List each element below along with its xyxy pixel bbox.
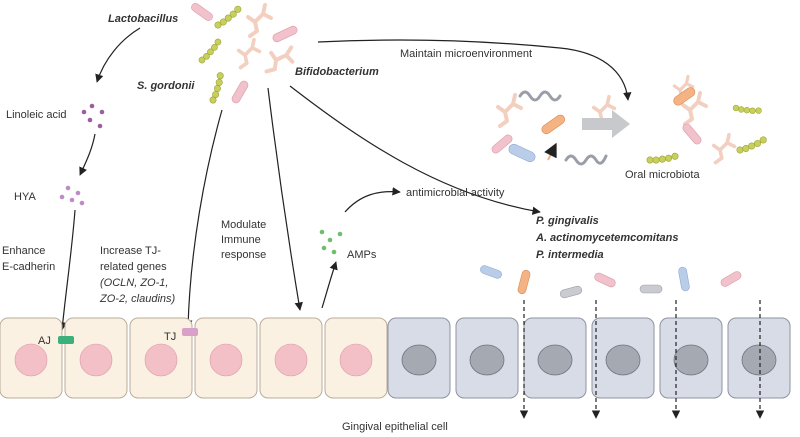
amp-dots [319, 229, 343, 255]
modulate-label-1: Modulate [221, 219, 266, 231]
healthy-cell [194, 317, 258, 399]
epithelial-cell-layer [0, 317, 791, 399]
increase-tj-label-3: (OCLN, ZO-1, [100, 277, 168, 289]
bifidobacterium-label: Bifidobacterium [295, 66, 379, 78]
tj-marker [182, 328, 198, 336]
tj-label: TJ [164, 331, 176, 343]
linoleic-acid-label: Linoleic acid [6, 109, 67, 121]
increase-tj-label-1: Increase TJ- [100, 245, 161, 257]
increase-tj-label-4: ZO-2, claudins) [99, 293, 176, 305]
healthy-cell [259, 317, 323, 399]
healthy-cell [0, 317, 63, 399]
hya-label: HYA [14, 191, 36, 203]
process-arrows [58, 27, 632, 331]
pathogen-cluster [480, 265, 742, 299]
hya-dots [59, 185, 85, 206]
oral-microbiota-cluster [491, 74, 768, 169]
healthy-cell [64, 317, 128, 399]
enhance-label-1: Enhance [2, 245, 45, 257]
modulate-label-2: Immune [221, 234, 261, 246]
rod-bacterium-icon [191, 3, 298, 104]
mixed-arrow-icon [544, 142, 557, 161]
branched-bacterium-icon [236, 3, 299, 81]
spiral-bacterium-icon [518, 90, 608, 166]
aj-marker [58, 336, 74, 344]
affected-cell [455, 317, 519, 399]
pathogen-label-2: A. actinomycetemcomitans [535, 232, 678, 244]
affected-cell [659, 317, 723, 399]
increase-tj-label-2: related genes [100, 261, 167, 273]
affected-cell [523, 317, 587, 399]
affected-cell [591, 317, 655, 399]
streptococcus-chain-icon [645, 97, 768, 169]
invasion-arrows [519, 300, 765, 419]
modulate-label-3: response [221, 249, 266, 261]
aj-label: AJ [38, 335, 51, 347]
healthy-cell [324, 317, 388, 399]
pathogen-label-3: P. intermedia [536, 249, 604, 261]
amps-label: AMPs [347, 249, 377, 261]
probiotic-cluster [191, 3, 299, 105]
rod-bacterium-icon [491, 87, 702, 163]
lactobacillus-label: Lactobacillus [108, 13, 178, 25]
oral-microbiota-label: Oral microbiota [625, 169, 700, 181]
gingival-cell-label: Gingival epithelial cell [342, 421, 448, 433]
affected-cell [387, 317, 451, 399]
s-gordonii-label: S. gordonii [137, 80, 195, 92]
antimicrobial-label: antimicrobial activity [406, 187, 505, 199]
linoleic-acid-dots [81, 103, 105, 129]
enhance-label-2: E-cadherin [2, 261, 55, 273]
gray-arrow-icon [582, 110, 630, 138]
affected-cell [727, 317, 791, 399]
maintain-label: Maintain microenvironment [400, 48, 532, 60]
pathogen-label-1: P. gingivalis [536, 215, 599, 227]
